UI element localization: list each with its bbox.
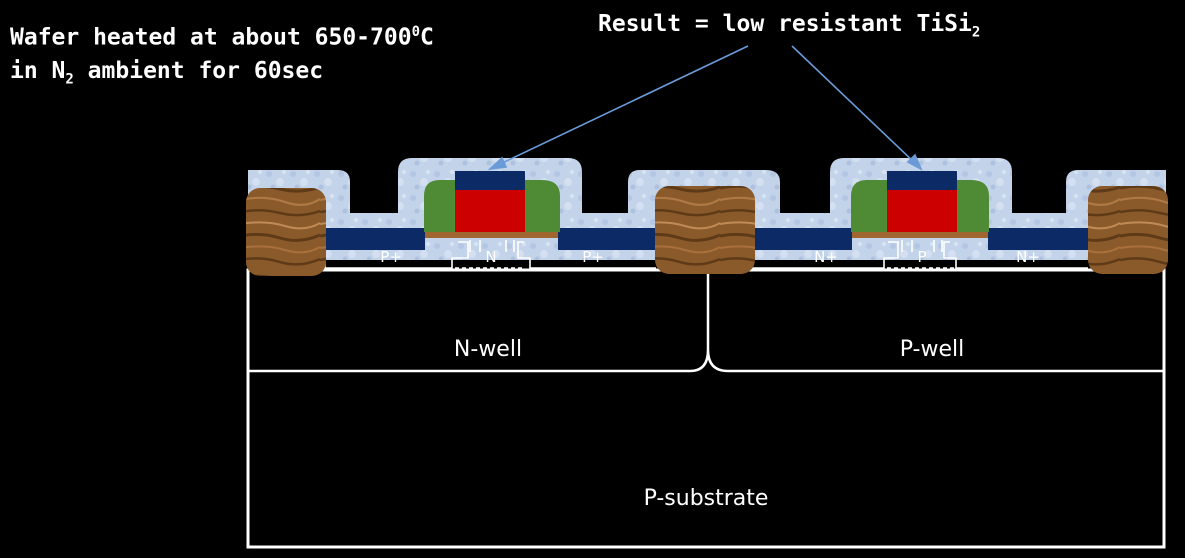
label-nplus-left: N+ (814, 248, 838, 266)
label-n-channel: N (485, 248, 496, 266)
label-p-channel: P (917, 248, 926, 266)
field-oxide-left (246, 188, 326, 276)
tisi2-source-nmos (752, 228, 852, 250)
tisi2-drain-pmos (558, 228, 658, 250)
arrowhead-nmos (906, 153, 923, 171)
field-oxide-center (655, 186, 755, 274)
tisi2-drain-nmos (988, 228, 1088, 250)
tisi2-gate-pmos (455, 171, 525, 190)
label-nwell: N-well (454, 337, 522, 362)
poly-gate-nmos (887, 188, 957, 232)
poly-gate-pmos (455, 188, 525, 232)
label-pplus-right: P+ (582, 248, 604, 266)
label-pplus-left: P+ (380, 248, 402, 266)
arrowhead-pmos (487, 156, 508, 171)
gate-oxide-nmos (852, 230, 988, 238)
label-nplus-right: N+ (1016, 248, 1040, 266)
label-pwell: P-well (900, 337, 964, 362)
process-step-line1: Wafer heated at about 650-7000C (10, 24, 434, 51)
result-arrows (487, 45, 923, 171)
gate-oxide-pmos (425, 230, 558, 238)
field-oxide-right (1088, 186, 1168, 274)
tisi2-source-pmos (325, 228, 425, 250)
diffusion-outlines (324, 240, 1088, 269)
arrow-to-pmos-gate (495, 45, 749, 167)
process-step-line2: in N2 ambient for 60sec (10, 57, 324, 88)
well-boundary (248, 272, 1164, 373)
label-psubstrate: P-substrate (644, 486, 769, 511)
process-step-text: Wafer heated at about 650-7000C in N2 am… (10, 16, 434, 96)
tisi2-gate-nmos (887, 171, 957, 190)
arrow-to-nmos-gate (791, 45, 917, 165)
result-caption: Result = low resistant TiSi2 (598, 11, 981, 41)
